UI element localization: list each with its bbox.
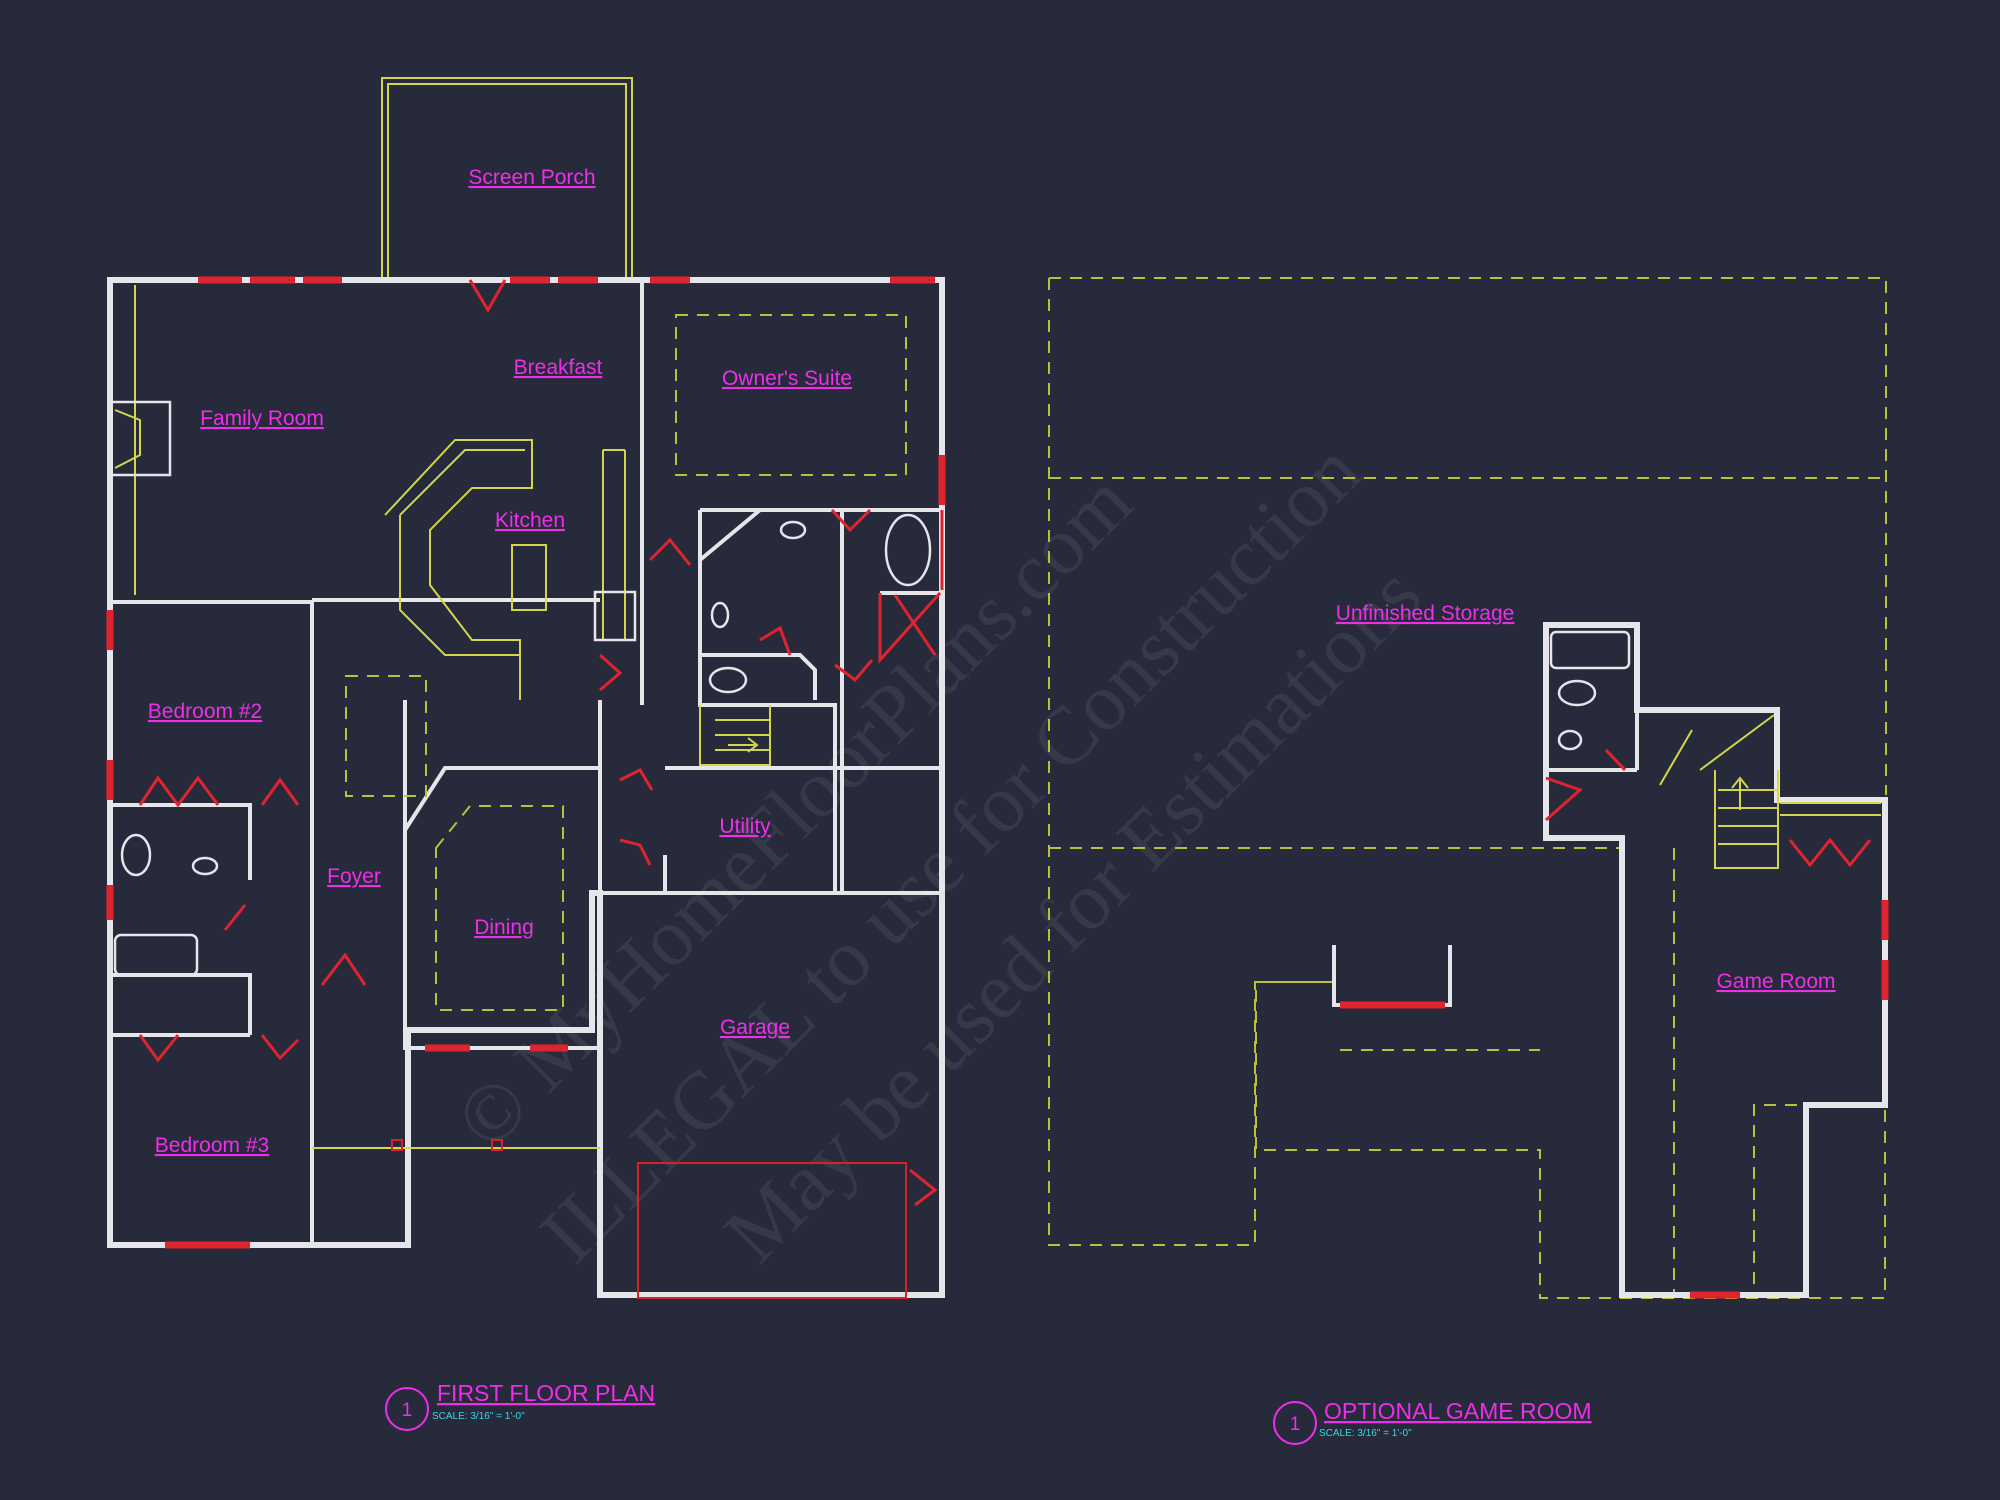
optional-game-room-plan: Unfinished Storage Game Room 1 OPTIONAL … xyxy=(1048,277,1889,1445)
dining-table-outline xyxy=(435,805,564,1011)
garage-door xyxy=(637,1162,907,1299)
bath-fixtures xyxy=(113,513,932,977)
label-utility: Utility xyxy=(719,815,771,838)
label-owners-suite: Owner's Suite xyxy=(722,367,852,390)
label-family-room: Family Room xyxy=(200,407,324,430)
first-floor-tag: 1 xyxy=(402,1400,413,1421)
first-floor-plan: Screen Porch Breakfast Family Room Kitch… xyxy=(106,77,946,1431)
screen-porch-outline xyxy=(381,77,633,278)
watermark-line-2: ILLEGAL to use for Construction xyxy=(523,425,1377,1279)
label-breakfast: Breakfast xyxy=(514,356,603,379)
windows xyxy=(106,276,946,1249)
interior-walls xyxy=(108,280,942,1295)
first-floor-scale: SCALE: 3/16" = 1'-0" xyxy=(432,1411,525,1422)
label-garage: Garage xyxy=(720,1016,790,1039)
stairs-symbol xyxy=(699,705,771,766)
optional-game-room-title-block: 1 OPTIONAL GAME ROOM SCALE: 3/16" = 1'-0… xyxy=(1273,1398,1592,1445)
first-floor-title: FIRST FLOOR PLAN xyxy=(437,1380,655,1406)
label-bedroom-3: Bedroom #3 xyxy=(155,1134,269,1157)
exterior-wall xyxy=(107,277,945,1298)
label-game-room: Game Room xyxy=(1716,970,1835,993)
label-screen-porch: Screen Porch xyxy=(468,166,595,189)
upper-bath-fixtures xyxy=(1549,630,1631,751)
kitchen-counters xyxy=(134,285,637,797)
label-bedroom-2: Bedroom #2 xyxy=(148,700,262,723)
fireplace-symbol xyxy=(112,400,172,477)
door-swings xyxy=(138,279,944,1207)
optional-scale: SCALE: 3/16" = 1'-0" xyxy=(1319,1428,1412,1439)
first-floor-title-block: 1 FIRST FLOOR PLAN SCALE: 3/16" = 1'-0" xyxy=(385,1380,655,1431)
label-dining: Dining xyxy=(474,916,534,939)
watermark-line-3: May be used for Estimations xyxy=(707,548,1438,1279)
game-room-walls xyxy=(1332,622,1888,1298)
label-unfinished-storage: Unfinished Storage xyxy=(1336,602,1515,625)
label-kitchen: Kitchen xyxy=(495,509,565,532)
upper-windows-doors xyxy=(1340,748,1889,1299)
upper-stairs xyxy=(1659,714,1881,869)
label-foyer: Foyer xyxy=(327,865,381,888)
bed-outline xyxy=(675,314,907,476)
optional-title: OPTIONAL GAME ROOM xyxy=(1324,1398,1592,1424)
optional-tag: 1 xyxy=(1290,1414,1301,1435)
